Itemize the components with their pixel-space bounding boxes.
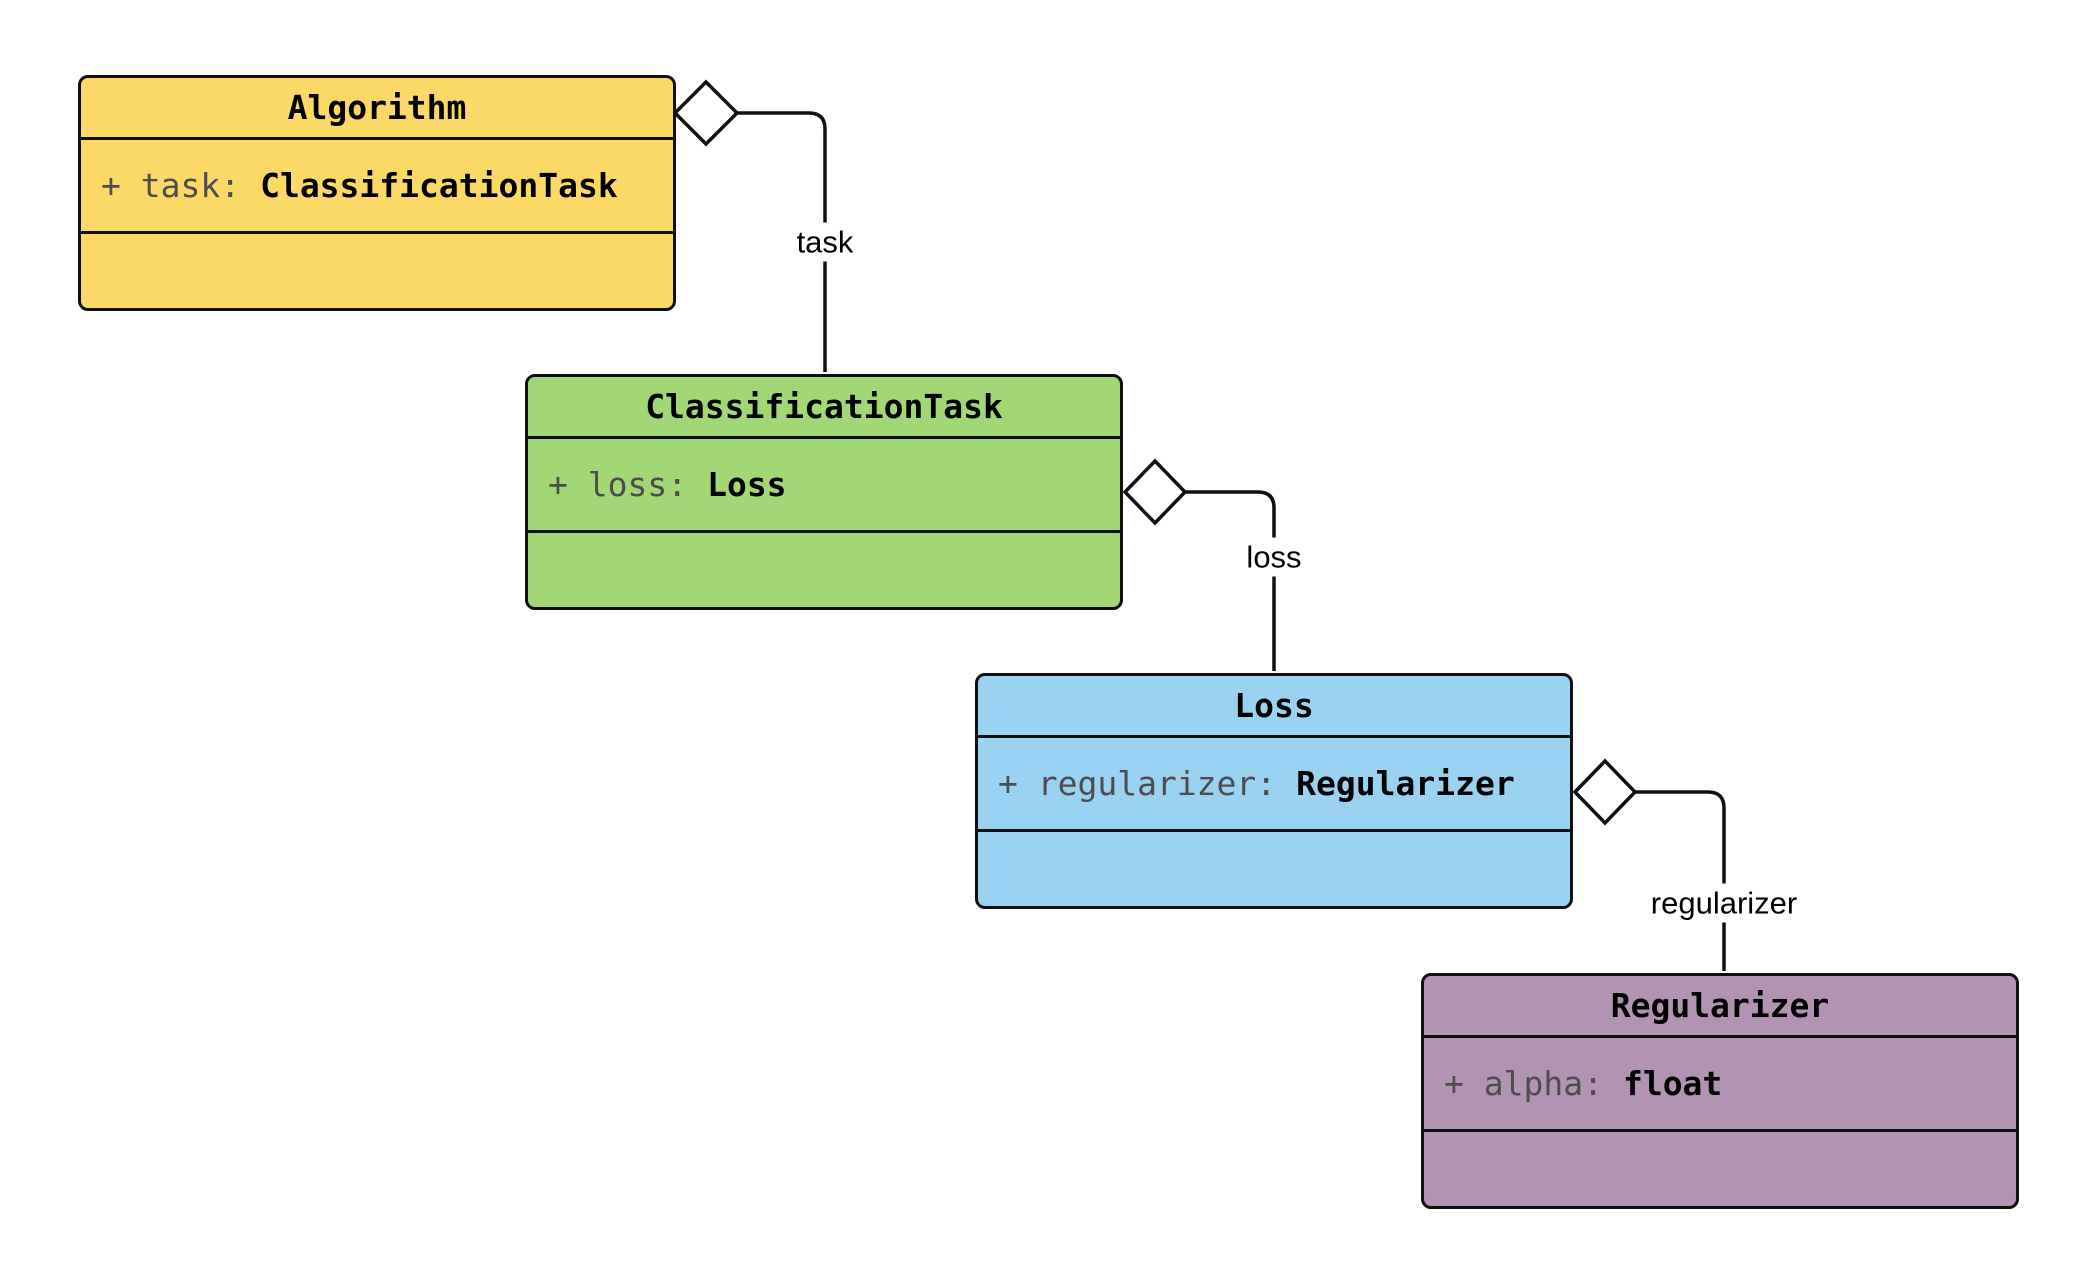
class-attribute: + regularizer: Regularizer [978, 738, 1570, 832]
class-title: ClassificationTask [528, 377, 1120, 439]
class-box-algorithm: Algorithm + task: ClassificationTask [78, 75, 676, 311]
edge-label-task: task [787, 222, 863, 262]
attribute-type: Regularizer [1296, 764, 1515, 803]
class-methods-section [1424, 1132, 2016, 1206]
edge-label-regularizer: regularizer [1641, 883, 1807, 923]
aggregation-diamond-icon [672, 79, 740, 147]
class-attribute: + alpha: float [1424, 1038, 2016, 1132]
attribute-type: Loss [707, 465, 787, 504]
attribute-name: + alpha: [1444, 1064, 1603, 1103]
edge-regularizer-line [1635, 790, 1726, 971]
attribute-name: + loss: [548, 465, 688, 504]
attribute-type: float [1622, 1064, 1723, 1103]
edge-task-line [737, 111, 827, 372]
aggregation-diamond-icon [1572, 758, 1638, 826]
class-box-classificationtask: ClassificationTask + loss: Loss [525, 374, 1123, 610]
edge-loss-line [1185, 490, 1276, 671]
edge-label-loss: loss [1237, 537, 1311, 577]
class-box-regularizer: Regularizer + alpha: float [1421, 973, 2019, 1209]
class-box-loss: Loss + regularizer: Regularizer [975, 673, 1573, 909]
class-attribute: + loss: Loss [528, 439, 1120, 533]
aggregation-diamond-icon [1122, 458, 1188, 526]
class-title: Algorithm [81, 78, 673, 140]
attribute-name: + task: [101, 166, 241, 205]
attribute-name: + regularizer: [998, 764, 1277, 803]
class-title: Loss [978, 676, 1570, 738]
attribute-type: ClassificationTask [260, 166, 618, 205]
class-title: Regularizer [1424, 976, 2016, 1038]
class-methods-section [528, 533, 1120, 607]
class-methods-section [81, 234, 673, 308]
class-methods-section [978, 832, 1570, 906]
class-attribute: + task: ClassificationTask [81, 140, 673, 234]
